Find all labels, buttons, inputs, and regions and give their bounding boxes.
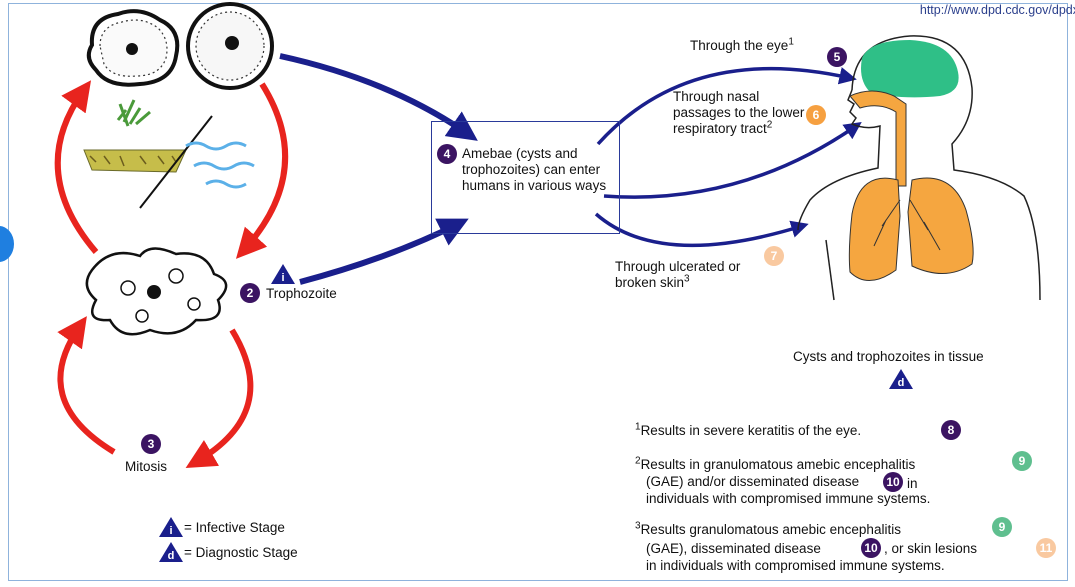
note-badge-11: 11 — [1036, 538, 1056, 558]
diagnostic-stage-marker: d — [889, 369, 913, 389]
infective-stage-marker: i — [271, 264, 295, 284]
svg-text:d: d — [168, 550, 175, 562]
amebae-label: Amebae (cysts and trophozoites) can ente… — [462, 146, 607, 193]
stage-badge-2: 2 — [240, 283, 260, 303]
note-badge-10b: 10 — [861, 538, 881, 558]
human-figure — [797, 35, 1041, 301]
route-badge-6: 6 — [806, 105, 826, 125]
soil-water-illustration — [83, 99, 255, 209]
note-badge-9b: 9 — [992, 517, 1012, 537]
note-3-tail: , or skin lesions — [884, 541, 978, 556]
source-url[interactable]: http://www.dpd.cdc.gov/dpdx — [919, 3, 1075, 17]
route-badge-5: 5 — [827, 47, 847, 67]
note-2-line-1: 2Results in granulomatous amebic encepha… — [635, 455, 916, 472]
route-badge-7: 7 — [764, 246, 784, 266]
route-skin-label: Through ulcerated or broken skin3 — [615, 259, 741, 290]
legend-infective-label: = Infective Stage — [184, 520, 285, 535]
note-2-line-3: individuals with compromised immune syst… — [646, 491, 931, 506]
legend-infective-marker: i — [159, 517, 183, 537]
note-2-tail: in — [907, 476, 918, 491]
note-3-line-3: in individuals with compromised immune s… — [646, 558, 945, 573]
note-2-line-2: (GAE) and/or disseminated disease — [646, 474, 860, 489]
route-nasal-label: Through nasal passages to the lower resp… — [673, 89, 805, 136]
diagram-frame — [8, 3, 1068, 581]
note-badge-10a: 10 — [883, 472, 903, 492]
legend-diagnostic-label: = Diagnostic Stage — [184, 545, 298, 560]
stage-badge-4: 4 — [437, 144, 457, 164]
note-badge-8: 8 — [941, 420, 961, 440]
note-3-line-1: 3Results granulomatous amebic encephalit… — [635, 520, 901, 537]
red-cycle-arrows — [54, 80, 289, 469]
amebae-box: 4 Amebae (cysts and trophozoites) can en… — [431, 121, 620, 234]
note-badge-9a: 9 — [1012, 451, 1032, 471]
legend-diagnostic-marker: d — [159, 542, 183, 562]
note-3-line-2: (GAE), disseminated disease — [646, 541, 821, 556]
svg-text:i: i — [169, 525, 172, 537]
svg-text:d: d — [898, 377, 905, 389]
tissue-label: Cysts and trophozoites in tissue — [793, 349, 984, 364]
note-1: 1Results in severe keratitis of the eye. — [635, 421, 862, 438]
cyst-illustration — [86, 2, 274, 90]
route-eye-label: Through the eye1 — [690, 36, 794, 53]
trophozoite-illustration — [85, 247, 228, 336]
trophozoite-label: Trophozoite — [266, 286, 337, 301]
svg-text:i: i — [281, 272, 284, 284]
mitosis-label: Mitosis — [125, 459, 168, 474]
stage-badge-3: 3 — [141, 434, 161, 454]
side-panel-handle[interactable] — [0, 226, 14, 262]
